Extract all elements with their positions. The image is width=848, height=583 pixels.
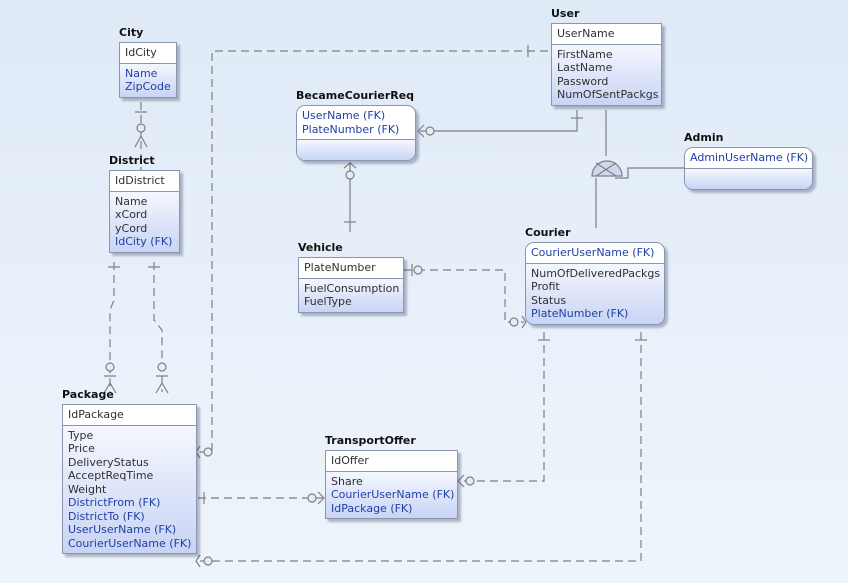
attr: DistrictFrom (FK) — [68, 496, 161, 509]
rel-district-package-to — [153, 262, 163, 392]
rel-user-became — [420, 110, 578, 132]
rel-courier-package — [200, 332, 642, 562]
pk-attr: PlateNumber (FK) — [302, 122, 400, 136]
pk-attr: UserName — [557, 27, 615, 40]
pk-attr: CourierUserName (FK) — [531, 246, 655, 259]
attr: AcceptReqTime — [68, 469, 154, 482]
entity-transport-offer[interactable]: TransportOffer IdOffer Share CourierUser… — [325, 434, 458, 519]
entity-city[interactable]: City IdCity Name ZipCode — [119, 26, 177, 98]
entity-title: Courier — [525, 226, 571, 239]
entity-courier[interactable]: Courier CourierUserName (FK) NumOfDelive… — [525, 226, 665, 325]
attr: DistrictTo (FK) — [68, 509, 145, 523]
entity-admin[interactable]: Admin AdminUserName (FK) — [684, 131, 813, 190]
entity-package[interactable]: Package IdPackage Type Price DeliverySta… — [62, 388, 197, 554]
pk-attr: IdCity — [125, 46, 157, 59]
rel-courier-offer — [460, 332, 545, 482]
attr: FirstName — [557, 47, 613, 61]
rel-vehicle-courier — [404, 269, 524, 323]
attr: LastName — [557, 61, 613, 74]
attr: DeliveryStatus — [68, 455, 149, 469]
entity-user[interactable]: User UserName FirstName LastName Passwor… — [551, 7, 662, 106]
attr: NumOfSentPackgs — [557, 88, 659, 101]
attr: IdCity (FK) — [115, 235, 173, 248]
rel-subtype — [595, 110, 684, 228]
entity-title: City — [119, 26, 144, 39]
entity-title: Admin — [684, 131, 724, 144]
pk-attr: IdPackage — [68, 408, 124, 421]
entity-became-courier-req[interactable]: BecameCourierReq UserName (FK) PlateNumb… — [296, 89, 416, 161]
attr: Price — [68, 442, 95, 455]
attr: CourierUserName (FK) — [331, 488, 455, 501]
entity-district[interactable]: District IdDistrict Name xCord yCord IdC… — [109, 154, 180, 253]
rel-district-package-from — [109, 262, 115, 392]
attr: Type — [68, 428, 94, 442]
entity-vehicle[interactable]: Vehicle PlateNumber FuelConsumption Fuel… — [298, 241, 404, 313]
pk-attr: UserName (FK) — [302, 109, 386, 122]
entity-title: Vehicle — [298, 241, 343, 254]
pk-attr: IdDistrict — [115, 174, 165, 187]
attr: Password — [557, 74, 609, 88]
attr: Weight — [68, 482, 107, 496]
attr: Name — [115, 194, 148, 208]
attr: CourierUserName (FK) — [68, 536, 192, 550]
attr: UserUserName (FK) — [68, 523, 177, 536]
attr: Name — [125, 66, 158, 80]
attr: yCord — [115, 221, 148, 235]
attr: IdPackage (FK) — [331, 501, 413, 515]
attr: PlateNumber (FK) — [531, 307, 629, 320]
entity-title: BecameCourierReq — [296, 89, 415, 102]
attr: NumOfDeliveredPackgs — [531, 266, 661, 280]
entity-title: User — [551, 7, 580, 20]
attr: FuelType — [304, 295, 352, 308]
pk-attr: IdOffer — [331, 454, 369, 467]
attr: Share — [331, 474, 363, 488]
pk-attr: AdminUserName (FK) — [690, 151, 809, 164]
entity-title: District — [109, 154, 155, 167]
entity-title: Package — [62, 388, 114, 401]
attr: FuelConsumption — [304, 281, 400, 295]
attr: Status — [531, 293, 567, 307]
attr: xCord — [115, 208, 148, 221]
attr: ZipCode — [125, 80, 171, 93]
pk-attr: PlateNumber — [304, 261, 376, 274]
entity-title: TransportOffer — [325, 434, 416, 447]
attr: Profit — [531, 280, 560, 293]
